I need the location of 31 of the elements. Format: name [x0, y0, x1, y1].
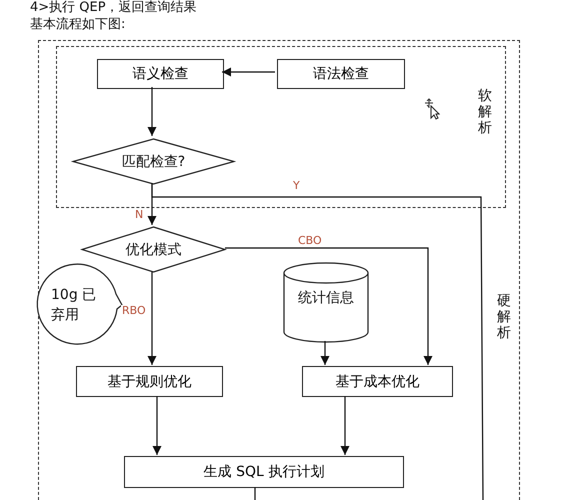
edge-label: N: [134, 209, 144, 221]
arrow: [320, 341, 330, 365]
region-label: 软解析: [478, 88, 493, 136]
process-box: 基于规则优化: [76, 366, 223, 397]
node-text: 匹配检查?: [120, 152, 186, 170]
text-line: 基本流程如下图:: [30, 17, 126, 32]
arrow: [148, 272, 156, 365]
arrow: [152, 396, 162, 455]
process-box: 生成 SQL 执行计划: [124, 456, 404, 488]
node-text: 统计信息: [297, 289, 355, 307]
edge-label: CBO: [297, 235, 323, 247]
connector-line: [151, 183, 484, 500]
connector-line: [254, 487, 256, 500]
text-line: 4>执行 QEP，返回查询结果: [30, 0, 197, 15]
dashed-region: [38, 40, 520, 500]
decision-diamond: [72, 138, 235, 185]
region-label: 硬解析: [497, 293, 512, 341]
process-box: 基于成本优化: [302, 366, 453, 397]
database-cylinder: [283, 263, 369, 342]
decision-diamond: [81, 226, 226, 273]
arrow: [340, 396, 350, 455]
process-box: 语法检查: [277, 59, 405, 89]
arrow: [148, 87, 156, 136]
arrow: [222, 68, 275, 76]
edge-label: RBO: [121, 305, 147, 317]
process-box: 语义检查: [97, 59, 224, 89]
node-text: 10g 已弃用: [51, 286, 98, 325]
edge-label: Y: [292, 180, 301, 192]
dashed-region: [56, 46, 506, 208]
node-text: 优化模式: [124, 240, 182, 258]
arrow: [225, 247, 432, 365]
